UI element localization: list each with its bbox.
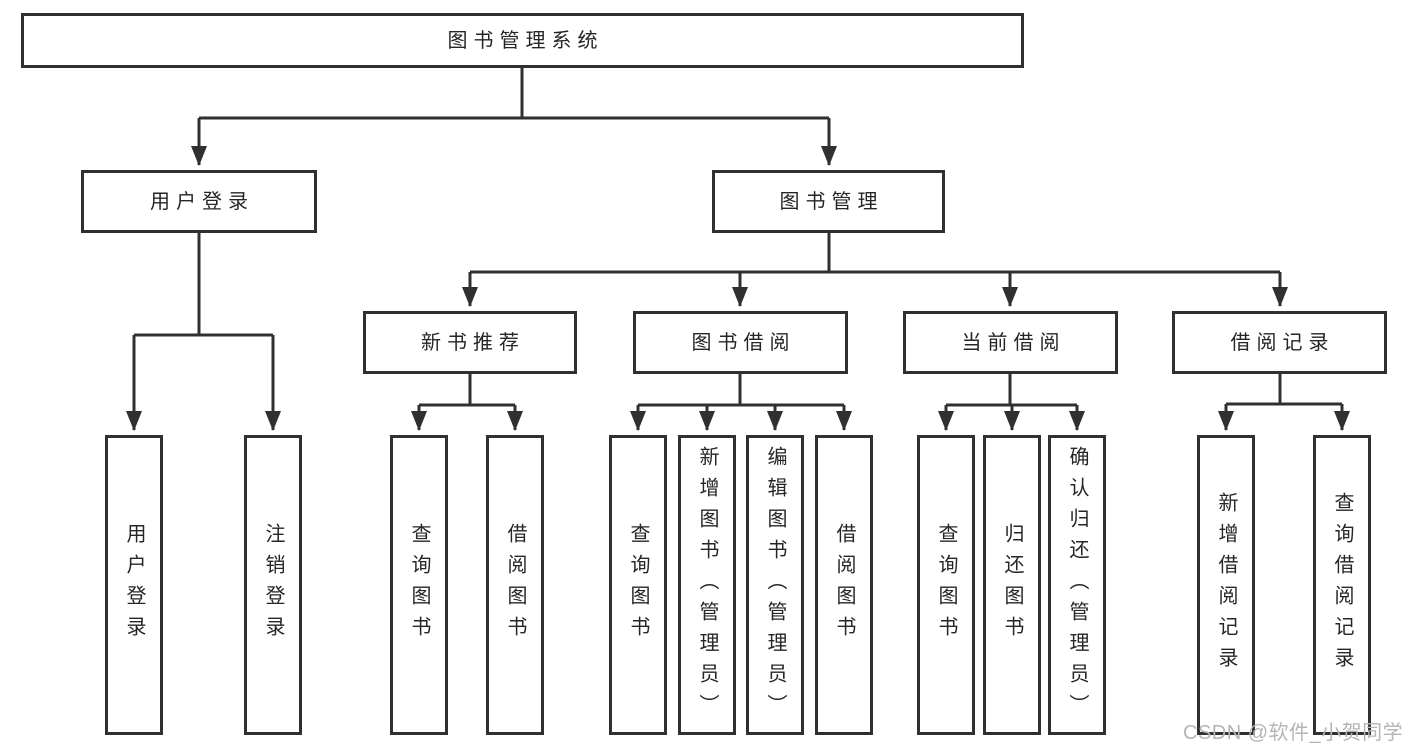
leaf-nb-borrow-books-label: 借阅图书 bbox=[504, 523, 526, 647]
node-new-book-recommend: 新书推荐 bbox=[363, 311, 577, 374]
leaf-bb-borrow-books-label: 借阅图书 bbox=[833, 523, 855, 647]
node-new-book-recommend-label: 新书推荐 bbox=[421, 331, 525, 354]
node-current-borrow: 当前借阅 bbox=[903, 311, 1118, 374]
connector-user-login-branch bbox=[134, 233, 273, 337]
node-borrow-records: 借阅记录 bbox=[1172, 311, 1387, 374]
leaf-cb-query-books-label: 查询图书 bbox=[935, 523, 957, 647]
node-user-login-label: 用户登录 bbox=[150, 190, 254, 213]
leaf-user-login-label: 用户登录 bbox=[123, 523, 145, 647]
leaf-rec-add-record: 新增借阅记录 bbox=[1197, 435, 1255, 735]
leaf-user-login: 用户登录 bbox=[105, 435, 163, 735]
leaf-cb-return-books: 归还图书 bbox=[983, 435, 1041, 735]
node-user-login: 用户登录 bbox=[81, 170, 317, 233]
connector-root-to-level2 bbox=[199, 68, 829, 120]
csdn-watermark: CSDN @软件_小贺同学 bbox=[1183, 722, 1404, 744]
connector-new-book-recommend-branch bbox=[419, 374, 515, 407]
connector-book-borrow-branch bbox=[638, 374, 844, 407]
leaf-cb-confirm-return-admin-label: 确认归还（管理员） bbox=[1066, 445, 1088, 725]
leaf-bb-borrow-books: 借阅图书 bbox=[815, 435, 873, 735]
leaf-bb-query-books: 查询图书 bbox=[609, 435, 667, 735]
node-current-borrow-label: 当前借阅 bbox=[961, 331, 1066, 354]
leaf-nb-borrow-books: 借阅图书 bbox=[486, 435, 544, 735]
leaf-bb-query-books-label: 查询图书 bbox=[627, 523, 649, 647]
node-book-management-label: 图书管理 bbox=[779, 190, 884, 213]
leaf-rec-query-record-label: 查询借阅记录 bbox=[1331, 492, 1353, 678]
connector-current-borrow-branch bbox=[946, 374, 1077, 407]
leaf-logout: 注销登录 bbox=[244, 435, 302, 735]
leaf-bb-edit-books-admin-label: 编辑图书（管理员） bbox=[764, 445, 786, 725]
leaf-cb-query-books: 查询图书 bbox=[917, 435, 975, 735]
leaf-bb-add-books-admin-label: 新增图书（管理员） bbox=[696, 445, 718, 725]
connector-book-management-branch bbox=[470, 233, 1280, 274]
leaf-bb-add-books-admin: 新增图书（管理员） bbox=[678, 435, 736, 735]
node-book-borrow: 图书借阅 bbox=[633, 311, 848, 374]
node-borrow-records-label: 借阅记录 bbox=[1230, 331, 1335, 354]
leaf-bb-edit-books-admin: 编辑图书（管理员） bbox=[746, 435, 804, 735]
node-book-management: 图书管理 bbox=[712, 170, 945, 233]
node-library-system: 图书管理系统 bbox=[21, 13, 1024, 68]
node-book-borrow-label: 图书借阅 bbox=[691, 331, 796, 354]
leaf-cb-return-books-label: 归还图书 bbox=[1001, 523, 1023, 647]
leaf-nb-query-books: 查询图书 bbox=[390, 435, 448, 735]
leaf-cb-confirm-return-admin: 确认归还（管理员） bbox=[1048, 435, 1106, 735]
leaf-logout-label: 注销登录 bbox=[262, 523, 284, 647]
node-library-system-label: 图书管理系统 bbox=[447, 29, 604, 52]
leaf-nb-query-books-label: 查询图书 bbox=[408, 523, 430, 647]
leaf-rec-query-record: 查询借阅记录 bbox=[1313, 435, 1371, 735]
connector-borrow-records-branch bbox=[1226, 374, 1342, 406]
leaf-rec-add-record-label: 新增借阅记录 bbox=[1215, 492, 1237, 678]
